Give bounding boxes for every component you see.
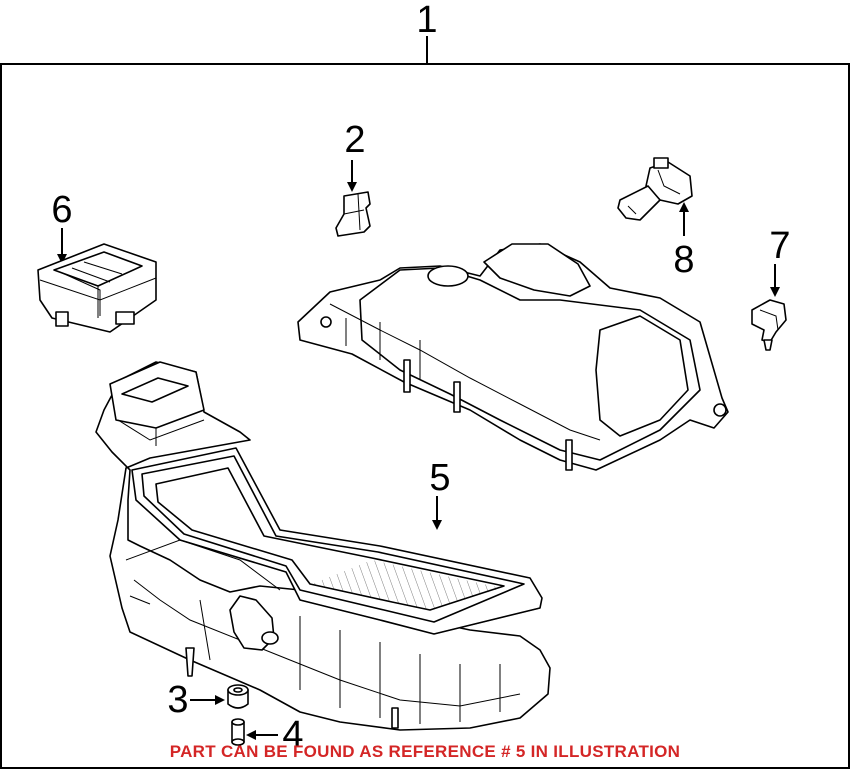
part-8-sensor <box>617 157 693 221</box>
frame-border <box>0 63 850 769</box>
reference-note: PART CAN BE FOUND AS REFERENCE # 5 IN IL… <box>169 742 681 761</box>
callout-8: 8 <box>673 239 694 281</box>
part-1-lower-housing <box>95 361 551 731</box>
part-6-intake-duct <box>37 243 157 333</box>
part-2-bracket <box>335 191 371 237</box>
callout-2: 2 <box>344 119 365 161</box>
callout-4: 4 <box>282 714 303 756</box>
part-5-air-filter <box>131 447 543 635</box>
callout-5: 5 <box>429 457 450 499</box>
callout-6: 6 <box>51 189 72 231</box>
part-4-bushing <box>231 718 245 746</box>
part-7-clip <box>751 299 787 351</box>
callout-1: 1 <box>416 0 437 41</box>
part-1-upper-cover <box>297 243 729 471</box>
callout-3: 3 <box>167 679 188 721</box>
part-3-grommet <box>227 684 249 709</box>
callout-7: 7 <box>769 225 790 267</box>
